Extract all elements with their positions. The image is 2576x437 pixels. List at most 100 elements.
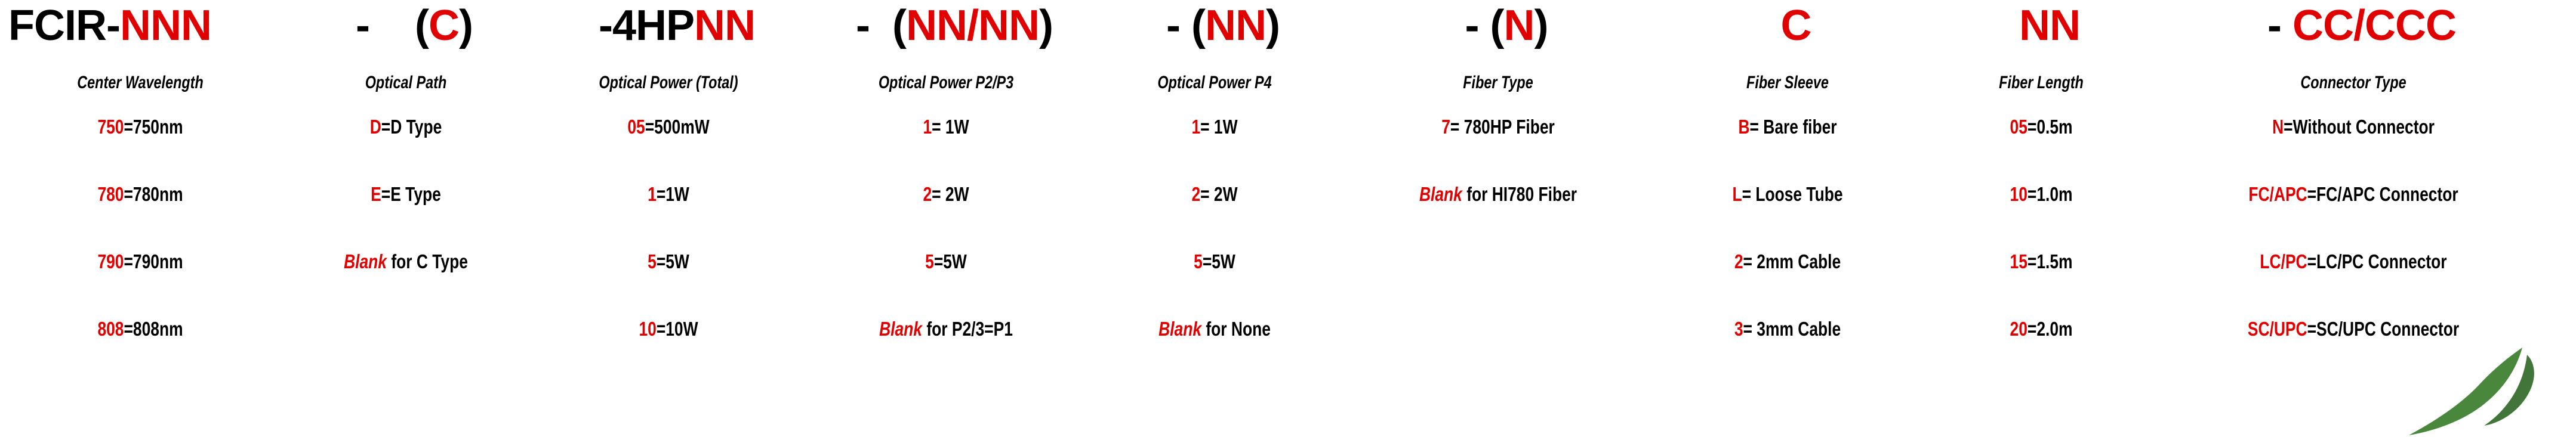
option-cell-optical-power-p2-p3: 1= 1W — [834, 115, 1058, 139]
option-cell-fiber-length: 15=1.5m — [1946, 250, 2137, 274]
code-segment-fiber-type: - (N) — [1351, 0, 1662, 51]
code-prefix-4hp: -4HP — [598, 2, 695, 49]
option-description: 2mm Cable — [1757, 250, 1841, 272]
column-header-optical-power-total: Optical Power (Total) — [599, 73, 738, 92]
column-header-row: Center Wavelength Optical Path Optical P… — [0, 57, 2576, 93]
option-separator: = — [2307, 317, 2317, 340]
option-code: L — [1732, 182, 1742, 205]
option-description: 2.0m — [2036, 317, 2073, 340]
option-code: 05 — [2010, 115, 2027, 138]
option-separator: = — [2027, 182, 2037, 205]
option-cell-fiber-sleeve: 2= 2mm Cable — [1680, 250, 1895, 274]
code-segment-fiber-length: NN — [1930, 0, 2169, 51]
option-code: 2 — [1191, 182, 1201, 205]
option-code: 808 — [97, 317, 124, 340]
code-segment-connector-type: - CC/CCC — [2169, 0, 2555, 51]
column-header-fiber-sleeve: Fiber Sleeve — [1746, 73, 1829, 92]
option-separator: = — [1742, 182, 1756, 205]
option-description: Bare fiber — [1763, 115, 1837, 138]
option-code: 5 — [925, 250, 934, 272]
option-code: 790 — [97, 250, 124, 272]
code-token-optical-power-total: NN — [694, 2, 756, 49]
option-description: 1.5m — [2036, 250, 2073, 272]
option-separator: = — [656, 182, 666, 205]
option-code: 15 — [2010, 250, 2027, 272]
option-description: 1.0m — [2036, 182, 2073, 205]
option-code: FC/APC — [2248, 182, 2307, 205]
option-description: 5W — [1212, 250, 1235, 272]
option-separator: = — [1200, 182, 1214, 205]
column-header-optical-path: Optical Path — [365, 73, 447, 92]
option-separator: = — [381, 115, 391, 138]
option-description: LC/PC Connector — [2316, 250, 2447, 272]
option-code: N — [2272, 115, 2284, 138]
code-dash-8: - — [2267, 2, 2282, 49]
option-description: for C Type — [391, 250, 468, 272]
option-separator: = — [2027, 317, 2037, 340]
option-separator: = — [2027, 115, 2037, 138]
option-cell-center-wavelength: 780=780nm — [28, 182, 252, 206]
option-cell-center-wavelength: 750=750nm — [28, 115, 252, 139]
code-segment-optical-power-p4: - (NN) — [1095, 0, 1351, 51]
option-code: 2 — [923, 182, 932, 205]
option-code: 780 — [97, 182, 124, 205]
option-description: 0.5m — [2036, 115, 2073, 138]
option-cell-optical-power-total: 5=5W — [559, 250, 778, 274]
option-description: 10W — [665, 317, 698, 340]
option-code: 1 — [1191, 115, 1201, 138]
option-separator: = — [656, 250, 666, 272]
option-code: 2 — [1734, 250, 1743, 272]
option-code: SC/UPC — [2247, 317, 2307, 340]
option-separator: = — [124, 182, 133, 205]
option-cell-optical-power-total: 1=1W — [559, 182, 778, 206]
option-description: D Type — [390, 115, 442, 138]
option-description: for P2/3=P1 — [926, 317, 1013, 340]
code-token-center-wavelength: NNN — [119, 2, 212, 49]
code-dash-1: - — [356, 2, 370, 49]
option-code: 05 — [627, 115, 645, 138]
option-description: 2W — [945, 182, 969, 205]
option-cell-fiber-type: Blank for HI780 Fiber — [1374, 182, 1622, 206]
option-separator: = — [124, 115, 133, 138]
option-cell-center-wavelength: 808=808nm — [28, 317, 252, 341]
option-cell-optical-power-p4: 5=5W — [1112, 250, 1317, 274]
option-cell-fiber-type: 7= 780HP Fiber — [1374, 115, 1622, 139]
option-code: Blank — [1158, 317, 1202, 340]
code-token-optical-power-p2p3: NN/NN — [906, 2, 1040, 49]
option-code: 5 — [648, 250, 657, 272]
code-token-optical-path: C — [429, 2, 460, 49]
option-code: Blank — [1419, 182, 1462, 205]
option-separator: = — [124, 317, 133, 340]
column-header-center-wavelength: Center Wavelength — [77, 73, 204, 92]
column-header-fiber-type: Fiber Type — [1463, 73, 1533, 92]
option-cell-optical-power-p4: 2= 2W — [1112, 182, 1317, 206]
option-code: E — [371, 182, 381, 205]
option-description: 2W — [1213, 182, 1238, 205]
option-separator: = — [1200, 115, 1214, 138]
option-code: 3 — [1734, 317, 1743, 340]
option-description: SC/UPC Connector — [2316, 317, 2460, 340]
option-separator — [1462, 183, 1466, 205]
option-code: 20 — [2010, 317, 2027, 340]
code-segment-fiber-sleeve: C — [1662, 0, 1930, 51]
option-separator: = — [1202, 250, 1212, 272]
option-separator: = — [1450, 115, 1464, 138]
option-separator: = — [2284, 115, 2293, 138]
option-separator — [1201, 318, 1206, 340]
option-separator: = — [1749, 115, 1764, 138]
option-separator: = — [932, 115, 945, 138]
code-dash-3: - — [856, 2, 870, 49]
option-description: FC/APC Connector — [2316, 182, 2458, 205]
option-separator: = — [932, 182, 945, 205]
option-code: 1 — [648, 182, 657, 205]
option-cell-center-wavelength: 790=790nm — [28, 250, 252, 274]
option-cell-optical-path: Blank for C Type — [306, 250, 506, 274]
column-header-fiber-length: Fiber Length — [1999, 73, 2084, 92]
option-description: 808nm — [133, 317, 183, 340]
option-description: 750nm — [133, 115, 183, 138]
